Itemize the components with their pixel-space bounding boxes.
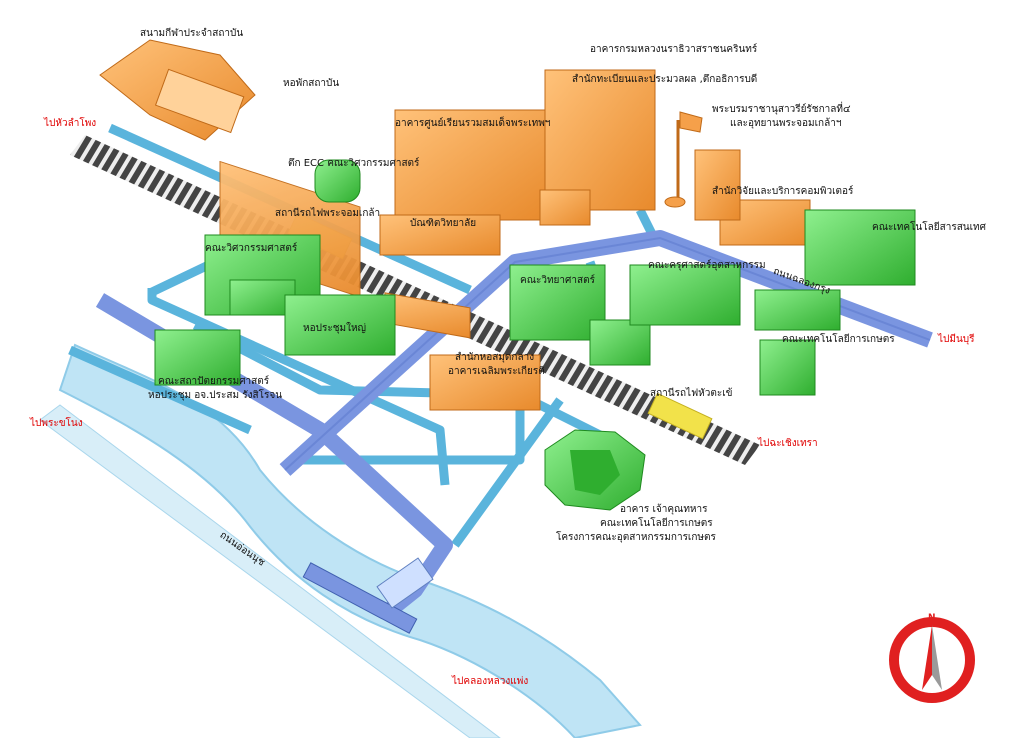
it-faculty bbox=[804, 209, 916, 286]
label-monument-line2: และอุทยานพระจอมเกล้าฯ bbox=[730, 118, 842, 129]
label-train-station-2: สถานีรถไฟหัวตะเข้ bbox=[650, 388, 733, 399]
science bbox=[509, 264, 606, 341]
label-stadium: สนามกีฬาประจำสถาบัน bbox=[140, 28, 244, 39]
library bbox=[429, 354, 541, 411]
label-main-hall: หอประชุมใหญ่ bbox=[303, 323, 367, 334]
label-library-line1: สำนักหอสมุดกลาง bbox=[455, 352, 535, 363]
canal bbox=[39, 404, 501, 738]
label-chao-khun-line1: อาคาร เจ้าคุณทหาร bbox=[620, 504, 708, 515]
direction-min-buri: ไปมีนบุรี bbox=[938, 334, 975, 345]
direction-phra-khanong: ไปพระขโนง bbox=[30, 418, 83, 429]
hq-tower bbox=[544, 69, 656, 211]
label-train-station-1: สถานีรถไฟพระจอมเกล้า bbox=[275, 208, 381, 219]
station-hua-takhe bbox=[647, 392, 713, 440]
label-computer-center: สำนักวิจัยและบริการคอมพิวเตอร์ bbox=[712, 186, 854, 197]
orange-buildings bbox=[99, 39, 811, 411]
architecture bbox=[154, 329, 241, 386]
river bbox=[58, 343, 642, 738]
label-library-line2: อาคารเฉลิมพระเกียรติ bbox=[448, 366, 545, 377]
label-ecc: ตึก ECC คณะวิศวกรรมศาสตร์ bbox=[288, 158, 420, 169]
bridge bbox=[302, 562, 418, 634]
compass bbox=[889, 617, 975, 703]
label-hq-line1: อาคารกรมหลวงนราธิวาสราชนครินทร์ bbox=[590, 44, 758, 55]
industrial-education bbox=[629, 264, 741, 326]
convention-center bbox=[394, 109, 546, 221]
ecc-building bbox=[314, 159, 361, 203]
label-agri-tech-1: คณะเทคโนโลยีการเกษตร bbox=[782, 334, 895, 345]
main-hall bbox=[284, 294, 396, 356]
label-dorm: หอพักสถาบัน bbox=[283, 78, 340, 89]
label-architecture-line1: คณะสถาปัตยกรรมศาสตร์ bbox=[158, 376, 270, 387]
label-chao-khun-line2: คณะเทคโนโลยีการเกษตร bbox=[600, 518, 713, 529]
label-hq-line2: สำนักทะเบียนและประมวลผล ,ตึกอธิการบดี bbox=[572, 74, 758, 85]
label-industrial-education: คณะครุศาสตร์อุตสาหกรรม bbox=[648, 260, 766, 271]
monument bbox=[694, 149, 741, 221]
compass-north-label: N bbox=[928, 613, 936, 623]
label-science: คณะวิทยาศาสตร์ bbox=[520, 275, 595, 286]
direction-hua-lamphong: ไปหัวลำโพง bbox=[44, 118, 97, 129]
agri-tech bbox=[754, 289, 841, 331]
label-architecture-line2: หอประชุม อจ.ประสม รังสิโรจน bbox=[148, 390, 283, 401]
label-engineering: คณะวิศวกรรมศาสตร์ bbox=[205, 243, 298, 254]
direction-khlong-luang-phaeng: ไปคลองหลวงแพ่ง bbox=[452, 676, 529, 687]
label-monument-line1: พระบรมราชานุสาวรีย์รัชกาลที่๔ bbox=[712, 104, 851, 115]
direction-chachoengsao: ไปฉะเชิงเทรา bbox=[758, 438, 818, 449]
bridge-2 bbox=[376, 557, 434, 609]
label-graduate-school: บัณฑิตวิทยาลัย bbox=[410, 218, 477, 229]
label-convention-center: อาคารศูนย์เรียนรวมสมเด็จพระเทพฯ bbox=[395, 118, 551, 129]
label-it-faculty: คณะเทคโนโลยีสารสนเทศ bbox=[872, 222, 986, 233]
label-chao-khun-line3: โครงการคณะอุตสาหกรรมการเกษตร bbox=[556, 532, 716, 543]
